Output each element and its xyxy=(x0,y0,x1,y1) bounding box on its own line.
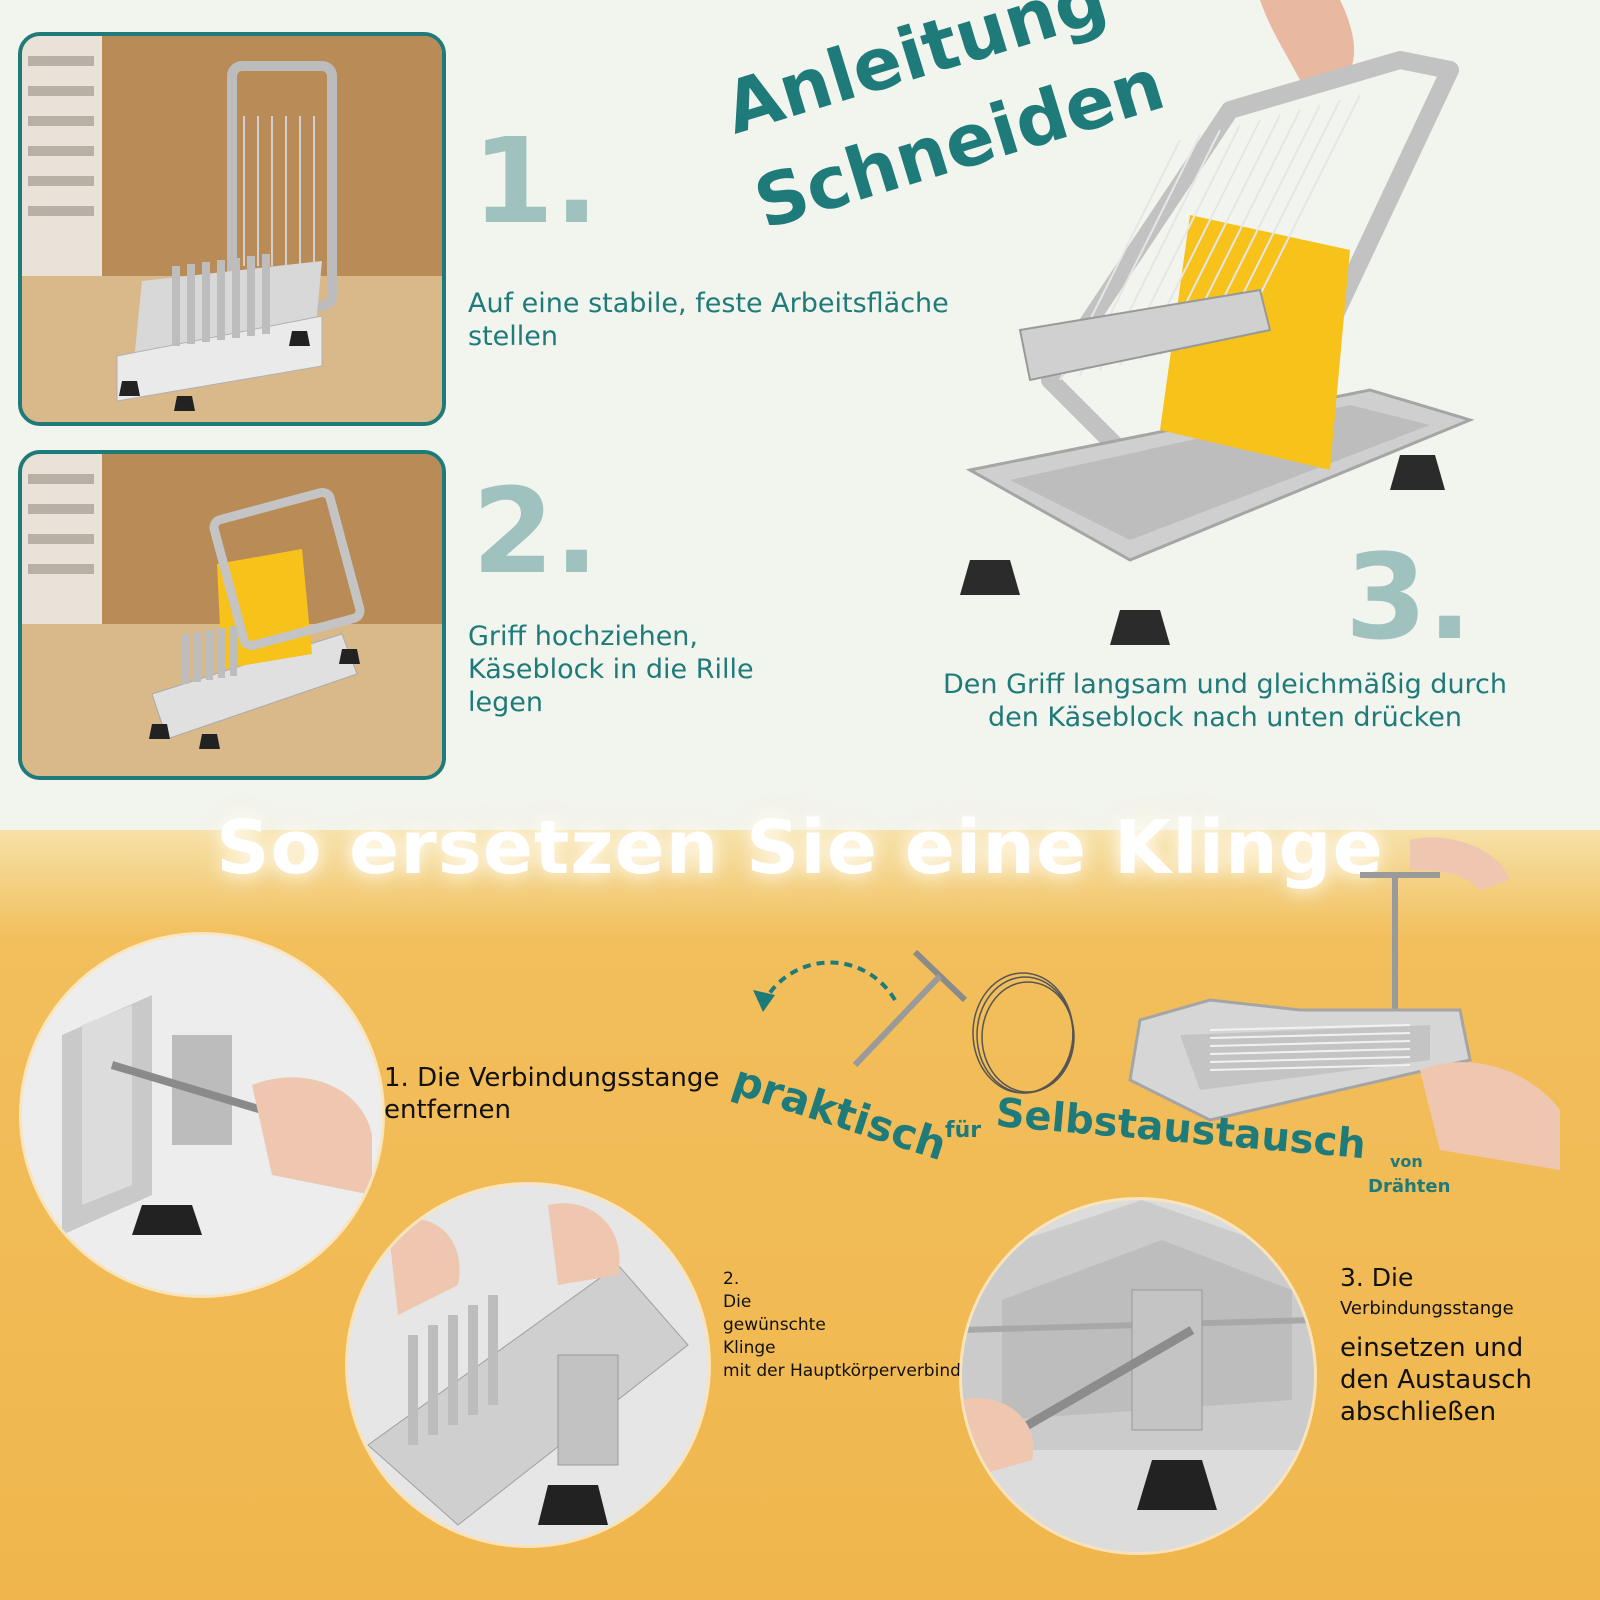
slicer-hero-image xyxy=(960,0,1475,645)
step2-photo xyxy=(18,450,446,780)
step2-text-line3: legen xyxy=(468,687,543,718)
hand-icon xyxy=(1410,837,1510,890)
replace-step3-line2: Verbindungsstange xyxy=(1340,1298,1514,1319)
step3-text-line1: Den Griff langsam und gleichmäßig durch xyxy=(942,669,1508,700)
replace-step3-line4: den Austausch xyxy=(1340,1365,1532,1395)
replace-step2-line1: 2. xyxy=(723,1269,740,1289)
step3-text: Den Griff langsam und gleichmäßig durch … xyxy=(935,668,1515,734)
replace-step3-line3: einsetzen und xyxy=(1340,1333,1524,1363)
replace-step1-line1: 1. Die Verbindungsstange xyxy=(384,1063,720,1093)
step2-text-line2: Käseblock in die Rille xyxy=(468,654,754,685)
replace-step3-line1: 3. Die xyxy=(1340,1263,1414,1292)
step1-text: Auf eine stabile, feste Arbeitsfläche st… xyxy=(468,287,949,353)
wire-frame-image xyxy=(1128,837,1560,1170)
hand-icon xyxy=(388,1218,460,1315)
step1-text-line2: stellen xyxy=(468,321,558,352)
slogan-fuer: für xyxy=(945,1118,982,1143)
replace-step1-photo xyxy=(22,935,382,1295)
hand-icon xyxy=(1260,0,1355,80)
replace-step3-line5: abschließen xyxy=(1340,1397,1497,1427)
replace-step1-line2: entfernen xyxy=(384,1095,512,1125)
slogan-von: von xyxy=(1390,1152,1423,1171)
t-wrench-icon xyxy=(852,949,968,1068)
step1-number: 1. xyxy=(472,112,599,250)
step1-text-line1: Auf eine stabile, feste Arbeitsfläche xyxy=(468,288,949,319)
accessories-illustration xyxy=(753,949,1075,1094)
replace-step1-text: 1. Die Verbindungsstange entfernen xyxy=(384,1062,719,1126)
step2-text: Griff hochziehen, Käseblock in die Rille… xyxy=(468,620,754,719)
wire-coil-icon xyxy=(972,972,1075,1094)
replace-headline: So ersetzen Sie eine Klinge xyxy=(216,805,1384,891)
replace-step3-text: 3. Die Verbindungsstange einsetzen und d… xyxy=(1340,1262,1532,1428)
hand-icon xyxy=(252,1077,372,1195)
slogan-draehten: Drähten xyxy=(1368,1176,1451,1197)
replace-step2-line4: Klinge xyxy=(723,1338,776,1358)
step2-number: 2. xyxy=(472,462,599,600)
curved-arrow-icon xyxy=(763,960,897,1002)
curved-arrow-head-icon xyxy=(753,990,775,1012)
replace-step2-photo xyxy=(348,1185,708,1545)
hand-icon xyxy=(548,1203,620,1285)
step3-text-line2: den Käseblock nach unten drücken xyxy=(987,702,1463,733)
hand-icon xyxy=(1420,1062,1560,1170)
replace-step2-line3: gewünschte xyxy=(723,1315,826,1335)
replace-step3-photo xyxy=(962,1200,1314,1552)
step1-photo xyxy=(18,32,446,426)
step3-number: 3. xyxy=(1345,528,1472,666)
replace-step2-line2: Die xyxy=(723,1292,752,1312)
step2-text-line1: Griff hochziehen, xyxy=(468,621,699,652)
